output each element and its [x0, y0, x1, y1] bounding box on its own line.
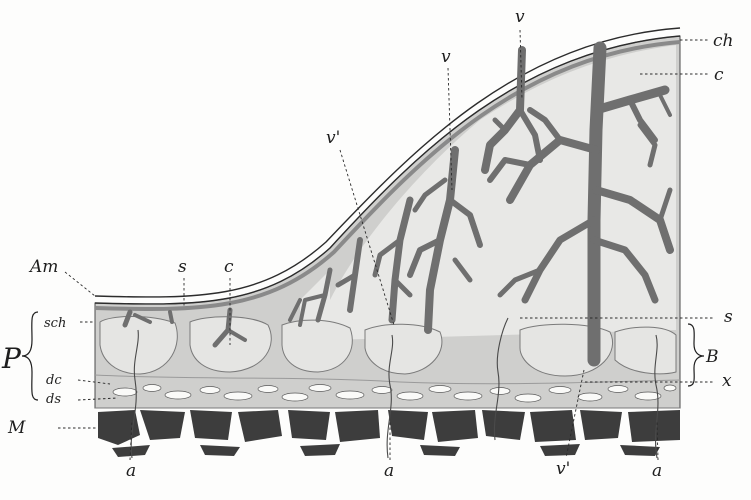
brace-B: [688, 324, 704, 386]
chamber-6: [615, 327, 676, 374]
label-s-right: s: [724, 307, 733, 327]
label-M: M: [7, 418, 26, 438]
label-a-left: a: [126, 461, 136, 481]
label-v-prime-top: v': [326, 128, 340, 148]
label-v-top2: v: [441, 47, 451, 67]
label-sch: sch: [44, 316, 66, 331]
label-ds: ds: [46, 392, 61, 407]
label-ch: ch: [713, 31, 733, 51]
intervillous-spaces: [300, 45, 676, 340]
label-P: P: [1, 342, 22, 375]
label-dc: dc: [46, 373, 62, 388]
label-c-top: c: [714, 65, 724, 85]
label-Am: Am: [28, 257, 58, 277]
label-v-prime-bottom: v': [556, 459, 570, 479]
label-a-right: a: [652, 461, 662, 481]
label-x: x: [722, 371, 732, 391]
muscularis-layer: [98, 410, 680, 457]
label-a-mid: a: [384, 461, 394, 481]
label-v-top1: v: [515, 7, 525, 27]
label-c-mid: c: [224, 257, 234, 277]
label-s-top: s: [178, 257, 187, 277]
label-B: B: [705, 347, 719, 367]
brace-P: [22, 312, 38, 400]
